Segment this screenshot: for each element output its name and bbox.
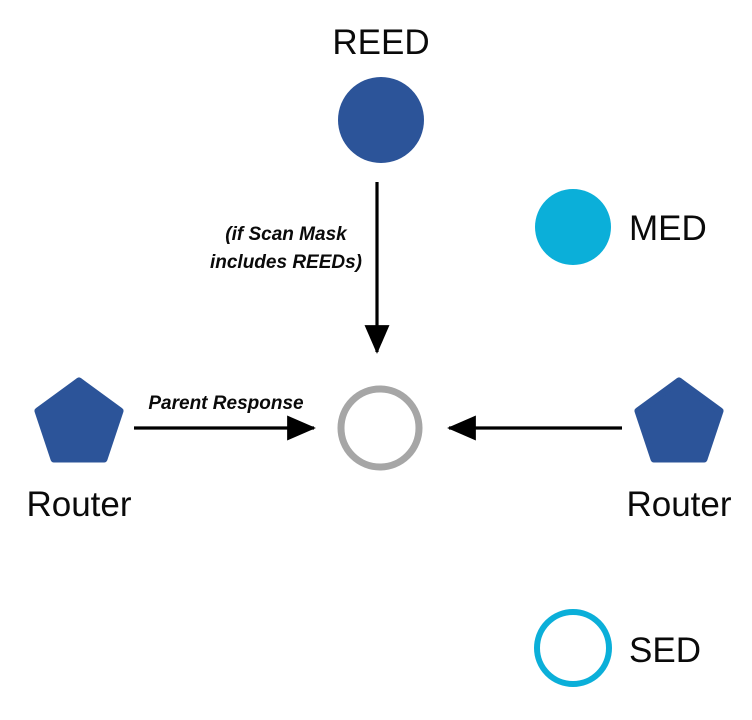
node-center-device[interactable] [337, 385, 423, 471]
node-reed-label: REED [332, 23, 429, 62]
router-left-pentagon-icon [34, 377, 124, 463]
node-sed[interactable]: SED [534, 609, 701, 687]
node-med-label: MED [629, 209, 707, 248]
edge-router-left-to-center: Parent Response [134, 393, 316, 441]
center-device-ring-icon [337, 385, 423, 471]
node-med[interactable]: MED [535, 189, 707, 265]
node-router-right-label: Router [626, 485, 731, 524]
sed-circle-outline-icon [534, 609, 612, 687]
node-router-left-label: Router [26, 485, 131, 524]
node-sed-label: SED [629, 631, 701, 670]
med-circle-icon [535, 189, 611, 265]
node-reed[interactable]: REED [332, 23, 430, 163]
node-router-left[interactable]: Router [26, 377, 132, 524]
edge-reed-to-center: (if Scan Mask includes REEDs) [210, 182, 390, 354]
reed-circle-icon [338, 77, 424, 163]
node-router-right[interactable]: Router [626, 377, 732, 524]
router-right-pentagon-icon [634, 377, 724, 463]
edge-router-left-to-center-label: Parent Response [148, 393, 304, 414]
edge-reed-to-center-label-line2: includes REEDs) [210, 252, 362, 273]
edge-reed-to-center-label-line1: (if Scan Mask [225, 224, 348, 245]
